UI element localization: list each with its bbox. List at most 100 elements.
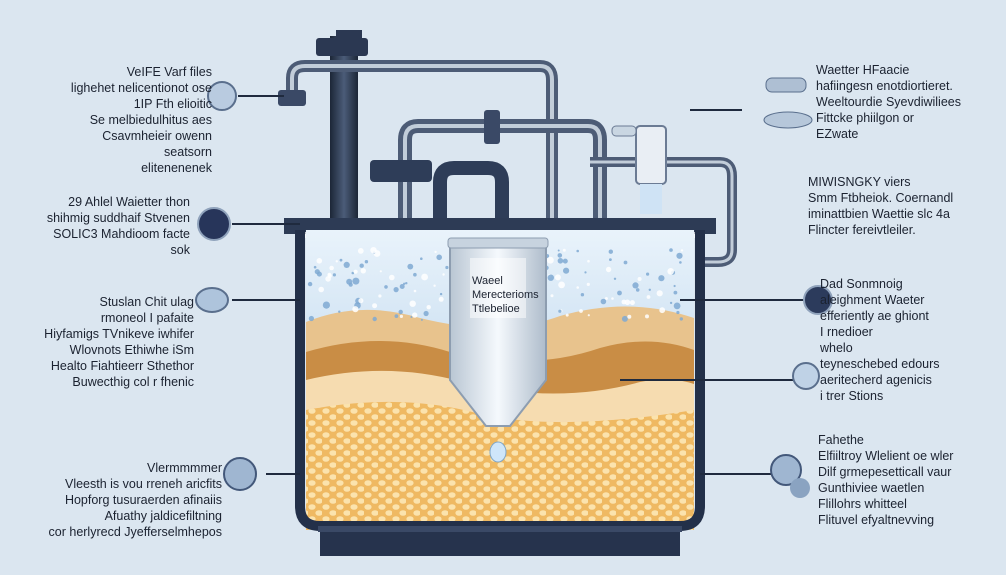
label-line: sok <box>170 243 190 257</box>
bubble <box>557 249 560 252</box>
bubble <box>423 310 429 317</box>
bubble <box>360 268 366 274</box>
label-line: Hopforg tusuraerden afinaiis <box>64 493 222 507</box>
label-line: Gunthiviee waetlen <box>818 481 925 495</box>
sediment-icon <box>635 125 667 185</box>
bubble <box>580 293 585 297</box>
bubble <box>389 274 395 281</box>
label-line: Fahethe <box>818 433 864 447</box>
valve-icon <box>770 454 802 486</box>
bubble <box>611 297 614 300</box>
bubble <box>587 314 590 317</box>
filter-cartridge <box>447 237 549 463</box>
bubble <box>410 316 413 318</box>
bubble <box>409 300 416 307</box>
magnifier-icon <box>803 285 833 315</box>
label-line: 29 Ahlel Waietter thon <box>68 195 190 209</box>
bubble <box>605 266 612 273</box>
valve-icon <box>370 160 432 182</box>
label-line: efferiently ae ghiont <box>820 309 929 323</box>
bubble <box>439 292 443 296</box>
bubble <box>646 272 650 276</box>
label-line: cor herlyrecd Jyefferselmhepos <box>48 525 222 539</box>
bubble <box>364 260 369 264</box>
label-line: Elfiiltroy Wlelient oe wler <box>818 449 954 463</box>
bubble <box>608 249 613 254</box>
bubble <box>586 282 590 286</box>
bubble <box>353 269 358 274</box>
label-line: aleighment Waeter <box>820 293 925 307</box>
label-line: Csavmheieir owenn <box>102 129 212 143</box>
bubble <box>445 265 449 270</box>
bubble <box>399 284 405 289</box>
label-line: Merecterioms <box>472 289 539 301</box>
bubble <box>584 271 587 274</box>
label-line: Dad Sonmnoig <box>820 277 903 291</box>
bubble <box>394 314 399 318</box>
bubble <box>372 316 377 322</box>
bubble <box>673 302 681 310</box>
bubble <box>426 305 431 310</box>
cartridge-icon <box>763 111 813 129</box>
label-line: Flincter fereivtleiler. <box>808 223 916 237</box>
bubble <box>609 258 612 261</box>
gravel-layer <box>306 401 694 530</box>
label-line: Fittcke phiilgon or <box>816 111 914 125</box>
label-line: EZwate <box>816 127 859 141</box>
bubble <box>307 281 313 287</box>
bubble <box>562 248 566 252</box>
label-line: Buwecthig col r fhenic <box>72 375 194 389</box>
bubble <box>370 247 377 254</box>
bubble <box>648 288 651 291</box>
bubble <box>335 260 338 263</box>
filter-media-layers <box>306 230 694 530</box>
bubble <box>656 290 663 297</box>
bubble <box>563 267 570 274</box>
label-line: 1IP Fth elioitic <box>133 97 212 111</box>
bubble <box>621 315 628 322</box>
label-line: Flillohrs whitteel <box>818 497 907 511</box>
bubble <box>384 285 388 289</box>
bubble <box>635 288 640 292</box>
bubble <box>637 277 642 281</box>
label-line: Healto Fiahtieerr Sthethor <box>50 359 194 373</box>
label-line: Dilf grmepesetticall vaur <box>818 465 952 479</box>
bubble <box>357 248 364 254</box>
bubble <box>600 298 607 305</box>
bubble <box>554 274 561 281</box>
bubble <box>407 263 414 270</box>
label-line: shihmig suddhaif Stvenen <box>46 211 190 225</box>
label-line: VeIFE Varf files <box>126 65 212 79</box>
bubble <box>629 300 635 306</box>
label-line: I rnedioer <box>820 325 873 339</box>
label-line: Hiyfamigs TVnikeve iwhifer <box>44 327 194 341</box>
water-drop-icon <box>792 362 820 390</box>
bubble <box>413 272 417 277</box>
label-line: elitenenenek <box>141 161 212 175</box>
label-line: aeritecherd agenicis <box>820 373 932 387</box>
label-line: Smm Ftbheiok. Coernandl <box>808 191 954 205</box>
side-icons <box>195 77 833 498</box>
bubble <box>378 294 382 298</box>
bubble <box>413 289 417 293</box>
label-line: teyneschebed edours <box>820 357 940 371</box>
bubble <box>343 261 350 268</box>
bubble <box>436 254 443 261</box>
label-line: Se melbiedulhitus aes <box>89 113 212 127</box>
label-line: Weeltourdie Syevdiwiliees <box>816 95 961 109</box>
bubble <box>658 275 665 282</box>
bubble <box>338 310 341 313</box>
bubble <box>420 318 423 321</box>
bubble <box>547 274 554 281</box>
water-drop-icon <box>489 441 507 463</box>
bubble <box>550 294 554 298</box>
label-line: Waeel <box>472 275 503 287</box>
label-line: Ttlebelioe <box>472 303 520 315</box>
bubble <box>339 258 343 262</box>
